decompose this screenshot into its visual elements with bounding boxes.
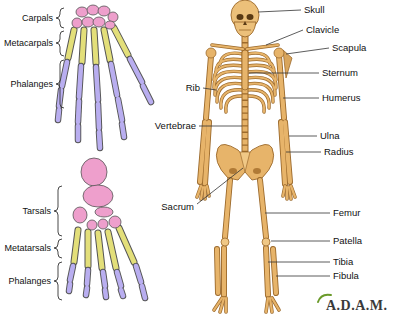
bone-label: Sacrum: [161, 202, 194, 213]
phalanx-bones: [58, 59, 151, 148]
scapula-bone: [283, 50, 292, 78]
metatarsal-bones: [74, 228, 134, 268]
bone-label: Sternum: [322, 68, 358, 79]
bone-label: Patella: [333, 236, 362, 247]
shoulder-joint: [274, 48, 284, 58]
pelvis-opening: [229, 168, 237, 174]
bone-label: Humerus: [322, 93, 361, 104]
jaw-bone: [234, 22, 256, 37]
hand-illustration: [58, 5, 151, 148]
sternum-bone: [242, 50, 248, 90]
bone-group-label: Carpals: [22, 13, 53, 23]
eye-socket: [237, 14, 244, 20]
patella-bone: [262, 238, 270, 246]
bone-group-label: Phalanges: [10, 79, 53, 89]
bracket: [54, 8, 64, 300]
bone-label: Scapula: [332, 43, 366, 54]
pelvis-opening: [253, 168, 261, 174]
bone-group-label: Tarsals: [22, 206, 51, 216]
shoulder-joint: [206, 48, 216, 58]
teeth-line: [239, 30, 251, 31]
bone-label: Fibula: [333, 271, 359, 282]
bone-group-label: Metatarsals: [4, 243, 51, 253]
bone-label: Vertebrae: [155, 121, 196, 132]
bone-label: Skull: [304, 5, 325, 16]
foot-illustration: [69, 158, 145, 298]
metacarpal-outline: [68, 28, 128, 63]
skeleton-figure: [197, 0, 295, 312]
vertebra-bones: [243, 37, 248, 164]
carpal-bones: [72, 5, 118, 29]
nose-opening: [243, 21, 247, 25]
limb-bones: [200, 56, 290, 295]
hand-foot-outline: [197, 45, 295, 312]
bone-label: Radius: [324, 147, 354, 158]
spine-outline: [242, 36, 249, 165]
metacarpal-bones: [68, 28, 128, 63]
bone-group-label: Phalanges: [8, 276, 51, 286]
bone-label: Femur: [333, 208, 360, 219]
toe-bones: [69, 266, 145, 298]
metatarsal-outline: [74, 228, 134, 268]
eye-socket: [247, 14, 254, 20]
limb-outline: [200, 56, 290, 295]
toe-outline: [69, 266, 145, 298]
hand-foot-bones: [197, 45, 295, 312]
phalanx-outline: [58, 59, 151, 148]
publisher-watermark: A.D.A.M.: [326, 298, 388, 314]
bone-label: Ulna: [320, 131, 340, 142]
bone-label: Rib: [186, 83, 200, 94]
tarsal-bones: [73, 158, 121, 230]
bone-label: Clavicle: [306, 25, 339, 36]
leader-line: [197, 10, 330, 276]
patella-bone: [221, 238, 229, 246]
bone-group-label: Metacarpals: [4, 38, 53, 48]
bone-label: Tibia: [333, 257, 353, 268]
pelvis-bone: [216, 144, 273, 180]
